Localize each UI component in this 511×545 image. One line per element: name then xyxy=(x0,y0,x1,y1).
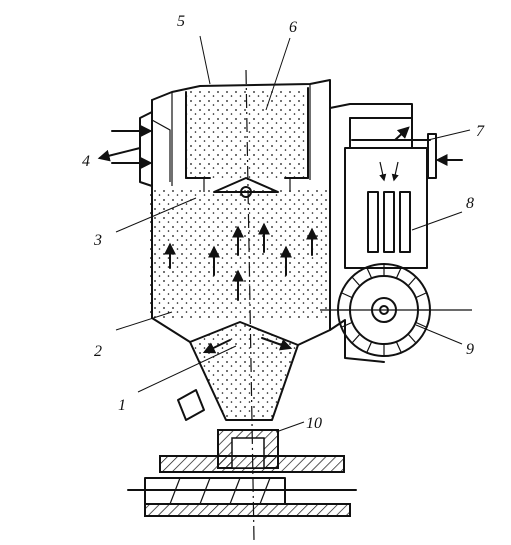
callout-9: 9 xyxy=(466,341,474,358)
fan-unit xyxy=(320,263,472,363)
callout-3: 3 xyxy=(93,232,102,249)
upflow-arrows xyxy=(164,222,318,301)
callout-6: 6 xyxy=(289,19,297,36)
lower-cone xyxy=(177,322,299,421)
air-inlet-housing xyxy=(97,111,171,187)
callout-10: 10 xyxy=(306,415,322,432)
inner-drum xyxy=(185,87,309,198)
discharge-conveyor xyxy=(127,429,357,517)
callout-4: 4 xyxy=(82,153,90,170)
callout-7: 7 xyxy=(476,123,485,140)
callout-8: 8 xyxy=(466,195,474,212)
callout-5: 5 xyxy=(177,13,185,30)
callout-1: 1 xyxy=(118,397,126,414)
centre-axis xyxy=(245,69,255,541)
leader-lines xyxy=(115,35,471,433)
callout-2: 2 xyxy=(94,343,102,360)
side-duct xyxy=(329,103,463,269)
